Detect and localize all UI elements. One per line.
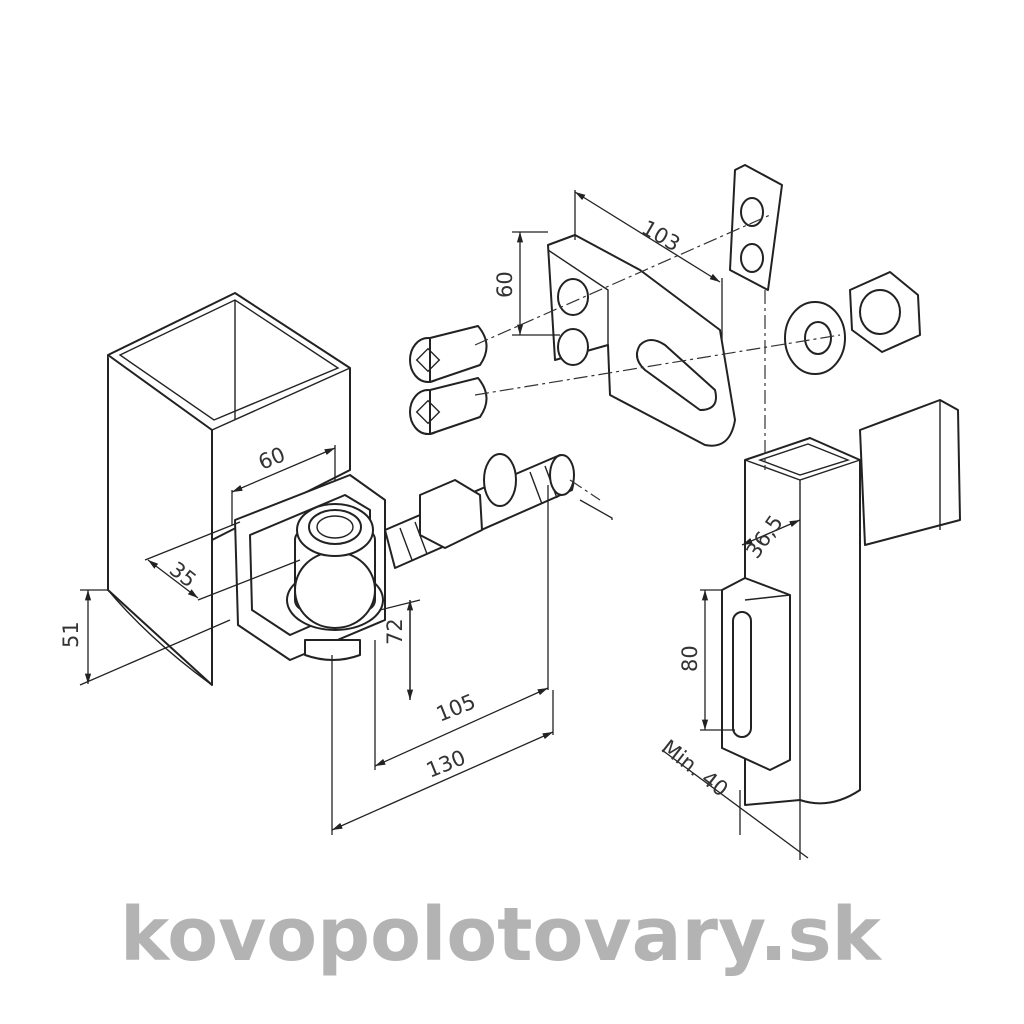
- washer-hole: [804, 321, 832, 355]
- nut-plate: [729, 164, 783, 291]
- hex-nut-hole: [859, 289, 901, 335]
- dim-eye-height: 72: [383, 618, 407, 645]
- dim-bolt-reach-short: 105: [433, 689, 479, 726]
- screws: [409, 325, 488, 435]
- hinge-plate: [547, 234, 736, 447]
- dim-mount-height: 51: [59, 621, 83, 648]
- dim-bolt-reach-long: 130: [423, 745, 469, 782]
- bolt-washer: [483, 453, 517, 507]
- watermark: kovopolotovary.sk: [120, 892, 883, 978]
- hinge-bracket: [234, 474, 386, 661]
- bolt-nut: [419, 479, 483, 549]
- dim-plate-length: 103: [638, 216, 685, 257]
- dimension-lines: [79, 190, 809, 860]
- threaded-bolt: [384, 453, 575, 569]
- dim-latch-height: 80: [678, 645, 702, 672]
- latch-plate: [721, 577, 791, 771]
- dim-plate-height: 60: [493, 271, 517, 298]
